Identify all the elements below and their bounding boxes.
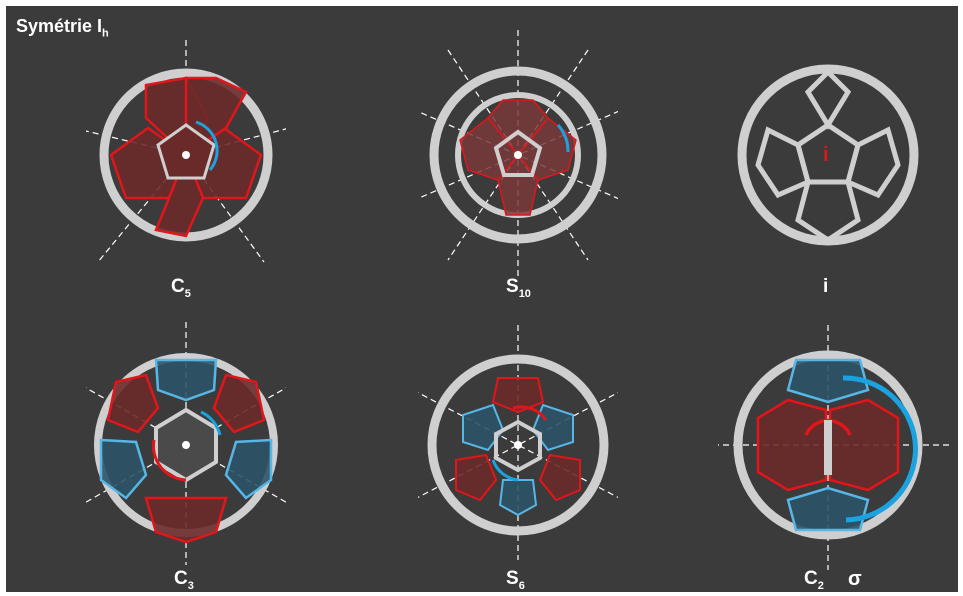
red-hexagon-faces [756,398,900,492]
fullerene-s6-view [418,325,618,560]
panel-c2-sigma: C2 σ [718,320,954,592]
axis-center-dot [514,151,522,159]
label-sigma: σ [848,568,862,590]
fullerene-c2-view [718,325,950,570]
red-hexagon-faces [455,377,581,502]
figure-canvas: Symétrie Ih C5 [6,6,958,592]
fullerene-c3-view [86,322,286,565]
blue-hexagon-faces [99,358,273,500]
panel-c5: C5 [86,30,286,300]
label-s6: S6 [506,568,525,592]
fullerene-inversion-view [737,64,919,246]
panel-inversion: i i [728,30,928,300]
rotation-arrow-icon [842,375,918,523]
central-pentagon [493,129,543,177]
panel-s10: S10 [418,30,618,300]
rotation-arrow-icon [151,439,187,482]
symmetry-axes [418,325,618,560]
label-s10: S10 [506,276,531,300]
label-c5: C5 [171,276,191,300]
rotation-arrow-icon [556,124,570,153]
mirror-plane-bond [824,420,832,475]
fullerene-c5-view [86,40,286,263]
central-hexagon [494,419,542,473]
label-c2: C2 [804,568,824,592]
axis-center-dot [514,441,522,449]
figure-title: Symétrie Ih [16,16,109,40]
red-hexagon-faces [106,373,266,544]
rotation-arrow-icon [200,410,222,436]
cage-faces [755,68,901,244]
rotation-arrow-icon [512,405,548,421]
axis-center-dot [182,151,190,159]
inversion-center-mark: i [823,144,829,166]
fullerene-s10-view [418,30,618,280]
fullerene-cage [429,66,607,244]
panel-c3: C3 [86,320,286,592]
fullerene-cage [427,354,609,536]
label-i: i [823,276,829,297]
fullerene-cage [733,350,923,540]
rotation-arrow-icon [195,120,219,171]
axis-center-dot [182,441,190,449]
rotation-arrow-icon [491,459,519,482]
panel-s6: S6 [418,320,618,592]
label-c3: C3 [174,568,194,592]
red-hexagon-faces [459,99,577,216]
